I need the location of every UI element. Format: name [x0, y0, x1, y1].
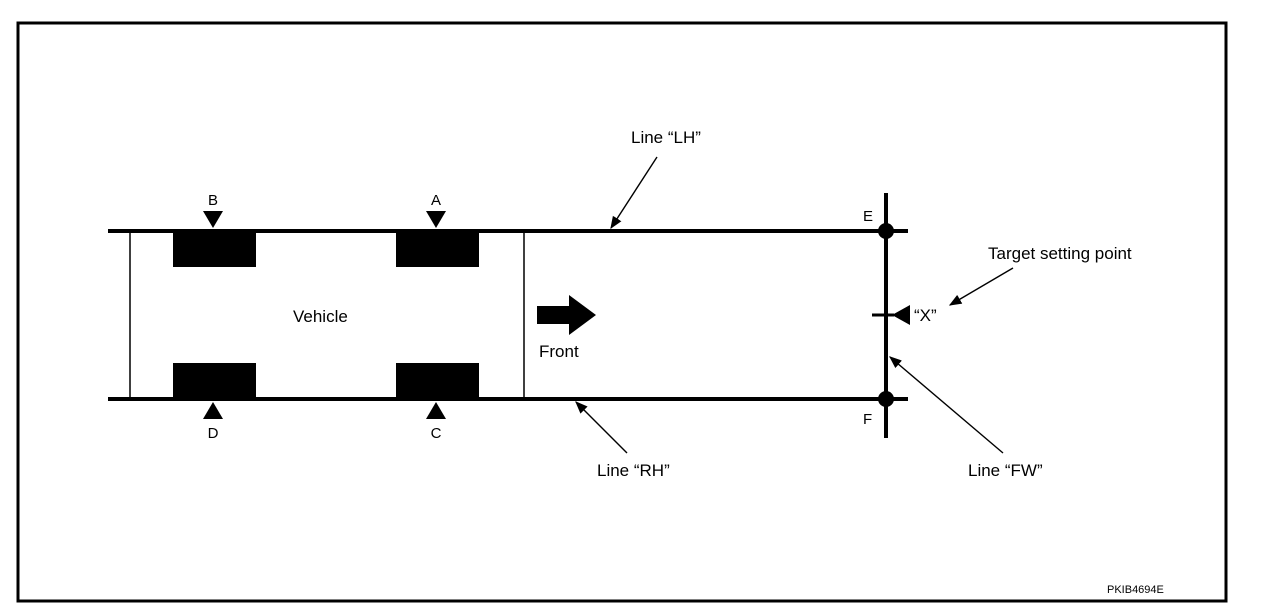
marker-c — [426, 402, 446, 419]
point-c-label: C — [431, 425, 442, 442]
wheel-rear-right — [173, 363, 256, 398]
wheel-front-left — [396, 232, 479, 267]
point-e-label: E — [863, 208, 873, 225]
point-b-label: B — [208, 192, 218, 209]
point-a-label: A — [431, 192, 441, 209]
figure-code: PKIB4694E — [1107, 584, 1164, 596]
vehicle-label: Vehicle — [293, 307, 348, 326]
wheel-rear-left — [173, 232, 256, 267]
line-lh-label: Line “LH” — [631, 128, 701, 147]
point-f-label: F — [863, 411, 872, 428]
leader-rh — [575, 401, 628, 454]
point-d-label: D — [208, 425, 219, 442]
marker-a — [426, 211, 446, 228]
leader-lh — [610, 156, 658, 230]
marker-d — [203, 402, 223, 419]
x-mark-label: “X” — [914, 306, 937, 325]
x-pointer — [892, 305, 910, 325]
target-setting-point-label: Target setting point — [988, 244, 1132, 263]
leader-target — [948, 267, 1014, 306]
front-label: Front — [539, 342, 579, 361]
point-e-dot — [878, 223, 894, 239]
marker-b — [203, 211, 223, 228]
wheel-front-right — [396, 363, 479, 398]
point-f-dot — [878, 391, 894, 407]
line-fw-label: Line “FW” — [968, 461, 1043, 480]
front-arrow-icon — [537, 295, 596, 335]
frame-border — [16, 21, 1228, 603]
line-rh-label: Line “RH” — [597, 461, 670, 480]
leader-fw — [889, 356, 1004, 454]
